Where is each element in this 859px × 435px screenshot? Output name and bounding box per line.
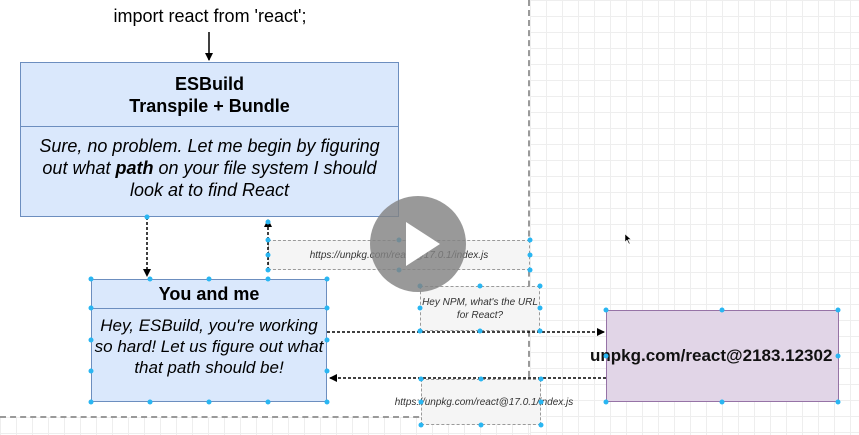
unpkg-label: unpkg.com/react@2183.12302	[590, 346, 833, 365]
you-and-me-title: You and me	[92, 280, 326, 309]
esbuild-box[interactable]: ESBuild Transpile + Bundle Sure, no prob…	[20, 62, 399, 217]
play-icon	[406, 222, 440, 266]
edge-label-npm-question[interactable]: Hey NPM, what's the URL for React?	[420, 286, 540, 331]
selection-handles[interactable]	[88, 214, 841, 428]
esbuild-header: ESBuild Transpile + Bundle	[21, 63, 398, 127]
page-boundary-vertical	[528, 0, 530, 417]
you-and-me-body: Hey, ESBuild, you're working so hard! Le…	[94, 316, 324, 377]
esbuild-body: Sure, no problem. Let me begin by figuri…	[21, 127, 398, 201]
esbuild-body-text-2: on your file system I should look at to …	[129, 158, 377, 200]
esbuild-title: ESBuild	[174, 74, 244, 94]
page-boundary-horizontal	[0, 416, 530, 418]
esbuild-body-text-1: Sure, no problem. Let me begin by figuri…	[39, 136, 380, 178]
canvas-grid-bottom	[0, 417, 530, 435]
esbuild-body-bold: path	[115, 158, 154, 178]
unpkg-box[interactable]	[606, 310, 839, 402]
play-button[interactable]	[370, 196, 466, 292]
import-statement[interactable]: import react from 'react';	[113, 6, 307, 26]
cursor-icon	[625, 234, 632, 244]
canvas-grid	[530, 0, 859, 435]
esbuild-subtitle: Transpile + Bundle	[129, 96, 290, 116]
edge-label-url-bottom: https://unpkg.com/react@17.0.1/index.js	[394, 397, 574, 408]
you-and-me-box[interactable]: You and me Hey, ESBuild, you're working …	[91, 279, 327, 402]
